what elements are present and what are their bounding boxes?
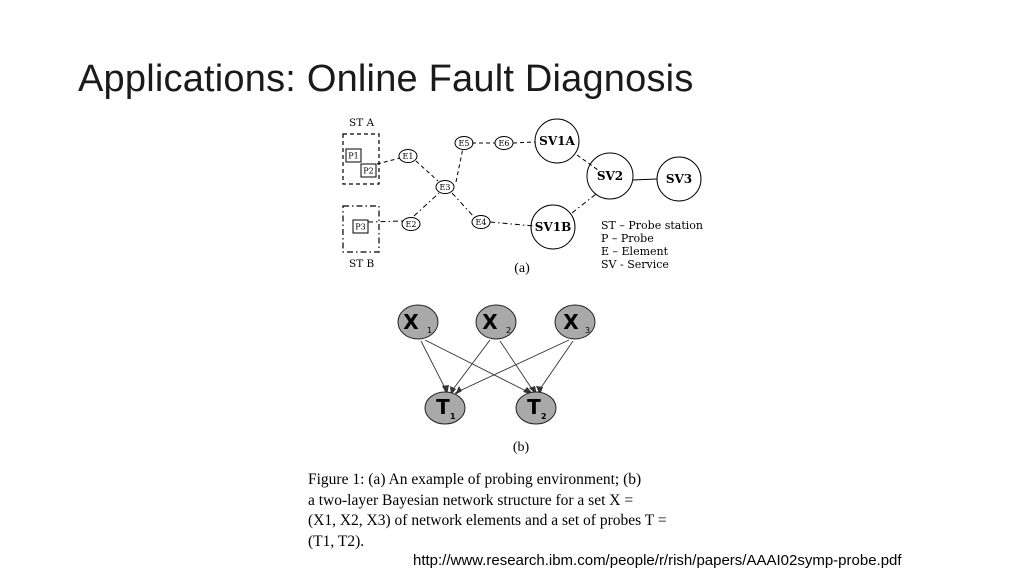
edge-x1-t2 bbox=[424, 339, 531, 394]
edge-e6-sv1a bbox=[512, 141, 536, 144]
figure-caption: Figure 1: (a) An example of probing envi… bbox=[308, 470, 736, 552]
node-x3-letter: X bbox=[563, 310, 579, 334]
caption-line: (T1, T2). bbox=[308, 532, 365, 550]
edge-sv1a-sv2 bbox=[576, 154, 599, 171]
element-e4-node bbox=[471, 215, 491, 229]
element-e1-node bbox=[398, 149, 418, 163]
node-t1-letter: T bbox=[436, 395, 450, 419]
probing-environment-labels: ST A ST B P1 P2 P3 E1 E2 E3 E4 E5 E6 SV1… bbox=[348, 117, 703, 276]
legend-item: P – Probe bbox=[601, 232, 654, 245]
edge-x3-t2 bbox=[537, 340, 574, 393]
node-x1-letter: X bbox=[403, 310, 419, 334]
edge-sv1b-sv2 bbox=[571, 193, 597, 214]
legend-item: SV - Service bbox=[601, 258, 669, 271]
service-sv1a-label: SV1A bbox=[539, 134, 575, 148]
element-e5-label: E5 bbox=[459, 139, 470, 148]
service-sv1b-node bbox=[530, 204, 576, 250]
legend-item: E – Element bbox=[601, 245, 669, 258]
edge-x2-t2 bbox=[499, 340, 535, 393]
node-x2-letter: X bbox=[482, 310, 498, 334]
element-e2-label: E2 bbox=[406, 220, 417, 229]
station-a-label: ST A bbox=[349, 117, 375, 129]
element-e6-label: E6 bbox=[499, 139, 510, 148]
edge-e4-sv1b bbox=[489, 221, 535, 227]
service-sv2-label: SV2 bbox=[597, 169, 623, 183]
element-e1-label: E1 bbox=[403, 152, 414, 161]
service-sv1a-node bbox=[534, 118, 580, 164]
station-b-box bbox=[342, 205, 380, 253]
edge-p3-e2 bbox=[367, 220, 404, 223]
edge-e3-e5 bbox=[455, 147, 464, 183]
caption-line: Figure 1: (a) An example of probing envi… bbox=[308, 471, 642, 488]
element-e3-node bbox=[435, 180, 455, 194]
bayesian-network-diagram: X 1 X 2 X 3 T 1 T 2 (b) bbox=[397, 304, 596, 455]
edge-e1-e3 bbox=[415, 160, 439, 182]
service-sv3-label: SV3 bbox=[666, 172, 692, 186]
element-e3-label: E3 bbox=[440, 183, 451, 192]
subfigure-b-label: (b) bbox=[513, 440, 530, 455]
arrowhead bbox=[536, 386, 543, 395]
probe-p2-label: P2 bbox=[363, 167, 373, 176]
edge-x2-t1 bbox=[450, 339, 491, 393]
element-e5-node bbox=[454, 136, 474, 150]
service-sv2-node bbox=[586, 152, 634, 200]
edge-e2-e3 bbox=[413, 192, 440, 217]
node-t1 bbox=[424, 391, 466, 425]
node-x2 bbox=[475, 304, 517, 340]
station-a-box bbox=[342, 133, 380, 185]
element-e4-label: E4 bbox=[476, 218, 487, 227]
probe-p1-label: P1 bbox=[348, 152, 358, 161]
arrowhead bbox=[455, 386, 462, 395]
node-x1-sub: 1 bbox=[427, 326, 432, 335]
node-t1-sub: 1 bbox=[450, 412, 456, 421]
node-x2-sub: 2 bbox=[506, 326, 511, 335]
probe-p1-box bbox=[345, 148, 362, 163]
element-e6-node bbox=[494, 136, 514, 150]
edge-x3-t1 bbox=[454, 339, 570, 394]
probe-p3-box bbox=[352, 219, 369, 234]
node-t2-letter: T bbox=[527, 395, 541, 419]
probe-p3-label: P3 bbox=[355, 223, 365, 232]
node-x3 bbox=[554, 304, 596, 340]
subfigure-a-label: (a) bbox=[514, 261, 530, 276]
edge-sv2-sv3 bbox=[632, 178, 658, 181]
probe-p2-box bbox=[360, 163, 377, 178]
node-x1 bbox=[397, 304, 439, 340]
probing-environment-diagram bbox=[342, 118, 702, 253]
node-t2 bbox=[515, 391, 557, 425]
caption-line: a two-layer Bayesian network structure f… bbox=[308, 491, 634, 509]
legend-item: ST – Probe station bbox=[601, 219, 703, 232]
node-t2-sub: 2 bbox=[541, 412, 547, 421]
caption-line: (X1, X2, X3) of network elements and a s… bbox=[308, 512, 667, 529]
service-sv1b-label: SV1B bbox=[535, 220, 571, 234]
service-sv3-node bbox=[656, 156, 702, 202]
station-b-label: ST B bbox=[349, 258, 375, 270]
edge-e3-e4 bbox=[451, 192, 476, 219]
element-e2-node bbox=[401, 217, 421, 231]
edge-p2-e1 bbox=[376, 157, 401, 165]
source-link[interactable]: http://www.research.ibm.com/people/r/ris… bbox=[413, 552, 902, 569]
node-x3-sub: 3 bbox=[585, 326, 590, 335]
edge-x1-t1 bbox=[420, 340, 448, 393]
slide-title: Applications: Online Fault Diagnosis bbox=[78, 58, 694, 100]
